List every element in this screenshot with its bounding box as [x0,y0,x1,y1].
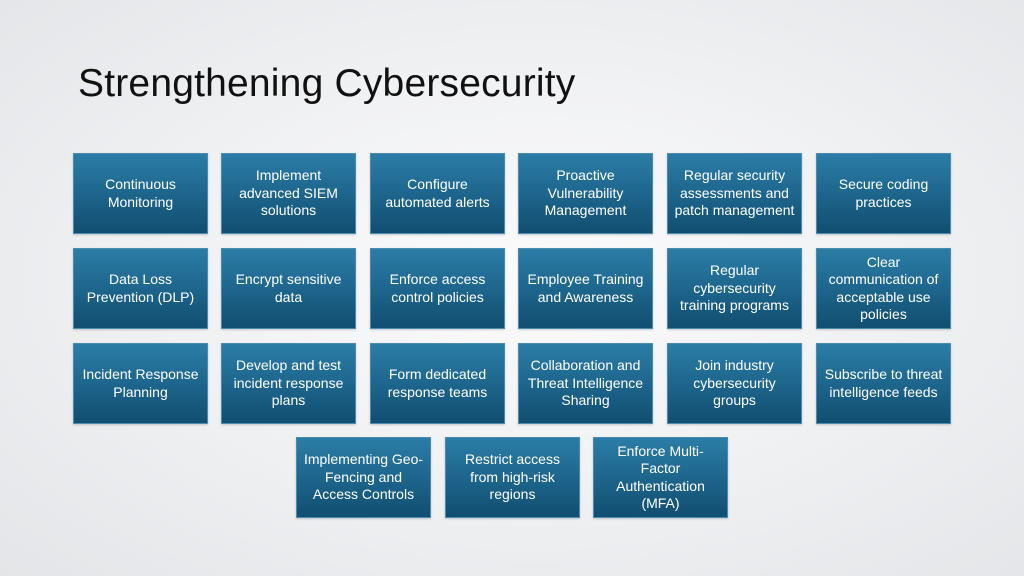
tile-continuous-monitoring: Continuous Monitoring [73,153,208,234]
tile-threat-intel-sharing: Collaboration and Threat Intelligence Sh… [518,343,653,424]
tile-label: Implement advanced SIEM solutions [239,167,338,219]
tile-label: Encrypt sensitive data [235,271,342,305]
tile-geo-fencing: Implementing Geo-Fencing and Access Cont… [296,437,431,518]
tile-label: Enforce access control policies [389,271,486,305]
tile-threat-feeds: Subscribe to threat intelligence feeds [816,343,951,424]
tile-label: Subscribe to threat intelligence feeds [824,366,943,400]
tile-siem-solutions: Implement advanced SIEM solutions [221,153,356,234]
slide-title: Strengthening Cybersecurity [78,62,576,105]
tile-label: Regular cybersecurity training programs [680,262,789,314]
tile-access-control-policies: Enforce access control policies [370,248,505,329]
tile-response-teams: Form dedicated response teams [370,343,505,424]
tile-automated-alerts: Configure automated alerts [370,153,505,234]
tile-label: Collaboration and Threat Intelligence Sh… [527,357,644,409]
tile-label: Join industry cybersecurity groups [693,357,776,409]
tile-data-loss-prevention: Data Loss Prevention (DLP) [73,248,208,329]
tile-label: Implementing Geo-Fencing and Access Cont… [303,451,424,503]
tile-label: Clear communication of acceptable use po… [828,253,939,323]
tile-mfa: Enforce Multi-Factor Authentication (MFA… [593,437,728,518]
tile-label: Develop and test incident response plans [233,357,344,409]
tile-label: Configure automated alerts [385,176,490,210]
tile-label: Employee Training and Awareness [527,271,644,305]
tile-label: Form dedicated response teams [387,366,488,400]
tile-label: Regular security assessments and patch m… [674,167,795,219]
tile-acceptable-use: Clear communication of acceptable use po… [816,248,951,329]
tile-label: Secure coding practices [838,176,929,210]
tile-vulnerability-management: Proactive Vulnerability Management [518,153,653,234]
tile-label: Continuous Monitoring [105,176,176,210]
tile-security-assessments: Regular security assessments and patch m… [667,153,802,234]
tile-label: Data Loss Prevention (DLP) [86,271,195,305]
tile-industry-groups: Join industry cybersecurity groups [667,343,802,424]
tile-training-programs: Regular cybersecurity training programs [667,248,802,329]
tile-restrict-regions: Restrict access from high-risk regions [445,437,580,518]
tile-label: Enforce Multi-Factor Authentication (MFA… [616,442,705,512]
tile-label: Incident Response Planning [82,366,199,400]
tile-incident-response-planning: Incident Response Planning [73,343,208,424]
tile-encrypt-data: Encrypt sensitive data [221,248,356,329]
tile-secure-coding: Secure coding practices [816,153,951,234]
tile-label: Restrict access from high-risk regions [465,451,560,503]
tile-label: Proactive Vulnerability Management [544,167,627,219]
tile-test-response-plans: Develop and test incident response plans [221,343,356,424]
tile-employee-training: Employee Training and Awareness [518,248,653,329]
